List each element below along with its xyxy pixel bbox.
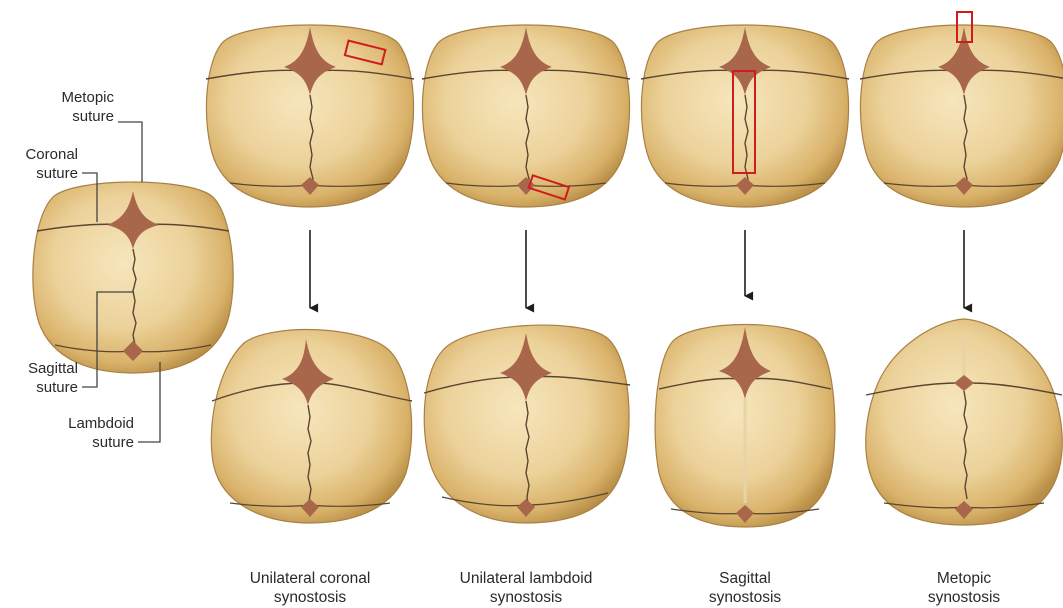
lambdoid-suture-label: Lambdoid suture — [40, 414, 134, 452]
skull-bottom-sagittal — [655, 325, 835, 528]
metopic-leader — [118, 122, 142, 182]
skull-top-sagittal — [641, 25, 849, 207]
skull-bottom-lambdoid — [424, 325, 630, 523]
sagittal-suture-label: Sagittal suture — [0, 359, 78, 397]
caption-unilateral-lambdoid: Unilateral lambdoid synostosis — [426, 569, 626, 607]
skull-top-coronal — [206, 25, 414, 207]
caption-unilateral-coronal: Unilateral coronal synostosis — [210, 569, 410, 607]
coronal-suture-label: Coronal suture — [0, 145, 78, 183]
reference-skull — [33, 182, 233, 373]
caption-sagittal: Sagittal synostosis — [665, 569, 825, 607]
metopic-suture-label: Metopic suture — [32, 88, 114, 126]
skull-bottom-metopic — [866, 319, 1063, 525]
skull-top-lambdoid — [422, 25, 630, 207]
skull-top-metopic — [860, 12, 1063, 207]
caption-metopic: Metopic synostosis — [884, 569, 1044, 607]
lambdoid-leader — [138, 362, 160, 442]
skull-bottom-coronal — [211, 330, 412, 523]
